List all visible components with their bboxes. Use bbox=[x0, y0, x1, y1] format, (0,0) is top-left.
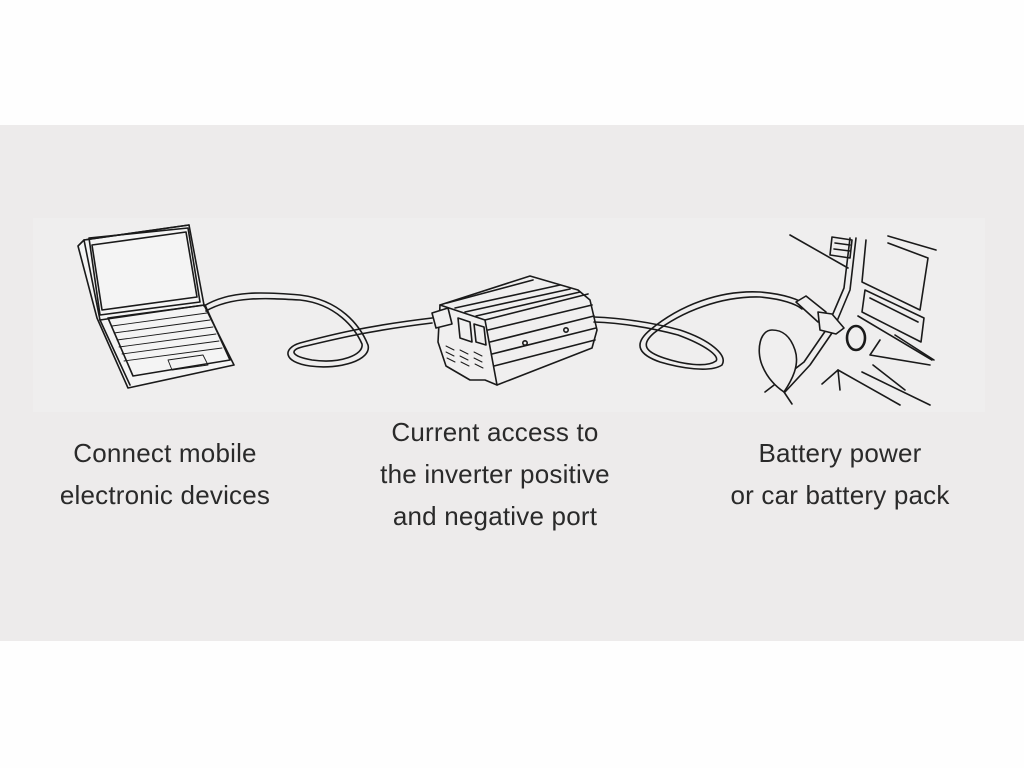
caption-line: electronic devices bbox=[59, 480, 271, 510]
caption-line: Connect mobile bbox=[73, 438, 257, 468]
caption-line: the inverter positive bbox=[380, 459, 610, 489]
car-dashboard-socket-icon bbox=[758, 234, 937, 406]
caption-line: or car battery pack bbox=[730, 480, 950, 510]
power-inverter-icon bbox=[431, 275, 598, 386]
caption-line: Battery power bbox=[758, 438, 922, 468]
caption-car-battery: Battery power or car battery pack bbox=[695, 432, 985, 516]
caption-line: and negative port bbox=[392, 501, 598, 531]
caption-line: Current access to bbox=[391, 417, 599, 447]
laptop-icon bbox=[77, 224, 235, 389]
cable-laptop-to-inverter bbox=[203, 292, 433, 368]
caption-laptop: Connect mobile electronic devices bbox=[20, 432, 310, 516]
caption-inverter: Current access to the inverter positive … bbox=[345, 411, 645, 537]
cable-inverter-to-car bbox=[593, 291, 807, 370]
